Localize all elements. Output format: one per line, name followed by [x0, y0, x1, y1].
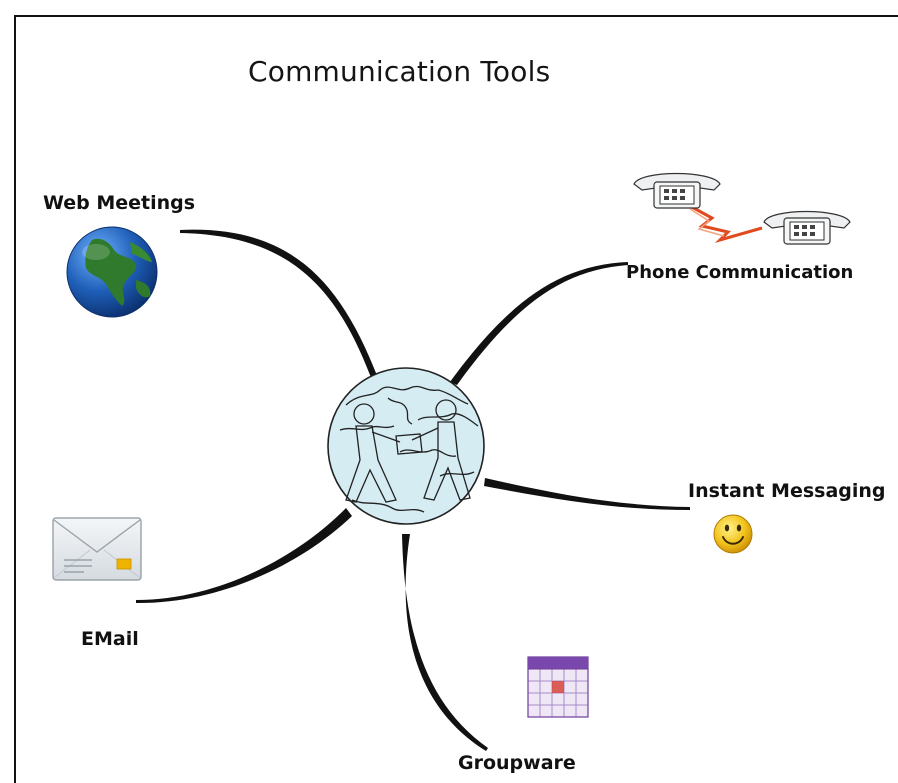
calendar-icon	[527, 656, 589, 718]
smiley-icon	[713, 514, 753, 554]
branch-label-groupware: Groupware	[458, 752, 576, 774]
branch-im	[484, 478, 690, 510]
branch-web	[180, 229, 378, 380]
globe-with-people-icon	[327, 367, 485, 525]
branch-email	[136, 508, 352, 604]
diagram-frame	[14, 15, 898, 783]
branch-phone	[450, 262, 628, 385]
diagram-title: Communication Tools	[248, 55, 551, 88]
branch-label-web-meetings: Web Meetings	[43, 192, 196, 214]
branch-lines	[136, 229, 690, 751]
telephones-icon	[633, 172, 851, 245]
branch-label-email: EMail	[81, 628, 139, 650]
globe-icon	[66, 226, 158, 318]
branch-label-instant-messaging: Instant Messaging	[688, 480, 886, 502]
envelope-icon	[52, 517, 142, 581]
branch-label-phone-communication: Phone Communication	[626, 262, 854, 283]
branch-group	[402, 534, 488, 751]
